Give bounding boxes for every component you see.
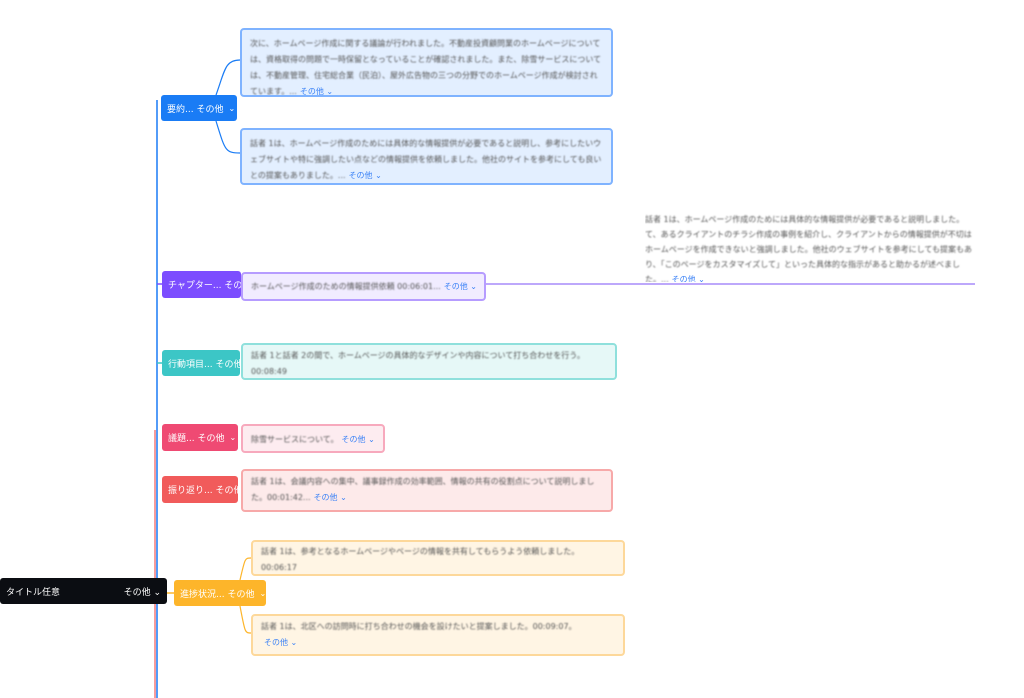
progress-label: 進捗状況... その他 bbox=[180, 589, 255, 600]
root-title: タイトル任意 bbox=[6, 587, 61, 598]
detail-text: 話者 1は、ホームページ作成のためには具体的な情報提供が必要であると説明しました… bbox=[645, 215, 972, 282]
summary-card-1[interactable]: 次に、ホームページ作成に関する議論が行われました。不動産投資顧問業のホームページ… bbox=[240, 28, 613, 97]
progress-card-2[interactable]: 話者 1は、北区への訪問時に打ち合わせの機会を設けたいと提案しました。00:09… bbox=[251, 614, 625, 656]
chevron-down-icon: ⌄ bbox=[259, 588, 266, 598]
root-more-button[interactable]: その他 ⌄ bbox=[123, 587, 161, 598]
agenda-label: 議題... その他 bbox=[168, 434, 225, 444]
more-link[interactable]: その他 ⌄ bbox=[671, 275, 705, 282]
summary-node[interactable]: 要約... その他 ⌄ bbox=[161, 95, 237, 121]
more-link[interactable]: その他 ⌄ bbox=[299, 87, 334, 96]
agenda-node[interactable]: 議題... その他 ⌄ bbox=[162, 424, 238, 451]
card-text: 話者 1は、北区への訪問時に打ち合わせの機会を設けたいと提案しました。00:09… bbox=[261, 622, 577, 631]
card-text: 話者 1と話者 2の間で、ホームページの具体的なデザインや内容について打ち合わせ… bbox=[251, 351, 585, 376]
summary-card-2[interactable]: 話者 1は、ホームページ作成のためには具体的な情報提供が必要であると説明し、参考… bbox=[240, 128, 613, 185]
retro-node[interactable]: 振り返り... その他 bbox=[162, 476, 238, 503]
more-link[interactable]: その他 ⌄ bbox=[443, 282, 477, 291]
retro-card[interactable]: 話者 1は、会議内容への集中、議事録作成の効率範囲、情報の共有の役割点について説… bbox=[241, 469, 613, 512]
agenda-card[interactable]: 除雪サービスについて。その他 ⌄ bbox=[241, 424, 385, 453]
chevron-down-icon: ⌄ bbox=[229, 433, 237, 442]
card-text: ホームページ作成のための情報提供依頼 00:06:01... bbox=[251, 282, 441, 291]
summary-label: 要約... その他 bbox=[167, 104, 224, 115]
card-text: 話者 1は、会議内容への集中、議事録作成の効率範囲、情報の共有の役割点について説… bbox=[251, 477, 595, 502]
more-link[interactable]: その他 ⌄ bbox=[348, 171, 382, 180]
more-link[interactable]: その他 ⌄ bbox=[313, 493, 347, 502]
more-link[interactable]: その他 ⌄ bbox=[341, 435, 375, 444]
retro-label: 振り返り... その他 bbox=[168, 486, 238, 496]
chapter-node[interactable]: チャプター... その他 bbox=[162, 271, 241, 298]
card-text: 除雪サービスについて。 bbox=[251, 435, 339, 444]
chapter-card[interactable]: ホームページ作成のための情報提供依頼 00:06:01...その他 ⌄ bbox=[241, 272, 486, 301]
card-text: 話者 1は、参考となるホームページやページの情報を共有してもらうよう依頼しました… bbox=[261, 547, 580, 572]
root-node[interactable]: タイトル任意 その他 ⌄ bbox=[0, 578, 167, 604]
action-node[interactable]: 行動項目... その他 bbox=[162, 350, 240, 376]
progress-node[interactable]: 進捗状況... その他 ⌄ bbox=[174, 580, 266, 606]
action-card[interactable]: 話者 1と話者 2の間で、ホームページの具体的なデザインや内容について打ち合わせ… bbox=[241, 343, 617, 380]
chapter-label: チャプター... その他 bbox=[168, 281, 241, 291]
progress-card-1[interactable]: 話者 1は、参考となるホームページやページの情報を共有してもらうよう依頼しました… bbox=[251, 540, 625, 576]
chevron-down-icon: ⌄ bbox=[228, 103, 236, 113]
card-text: 次に、ホームページ作成に関する議論が行われました。不動産投資顧問業のホームページ… bbox=[250, 39, 602, 96]
action-label: 行動項目... その他 bbox=[168, 359, 240, 370]
card-text: 話者 1は、ホームページ作成のためには具体的な情報提供が必要であると説明し、参考… bbox=[250, 139, 602, 180]
chapter-detail: 話者 1は、ホームページ作成のためには具体的な情報提供が必要であると説明しました… bbox=[645, 212, 975, 282]
more-link[interactable]: その他 ⌄ bbox=[264, 638, 298, 647]
